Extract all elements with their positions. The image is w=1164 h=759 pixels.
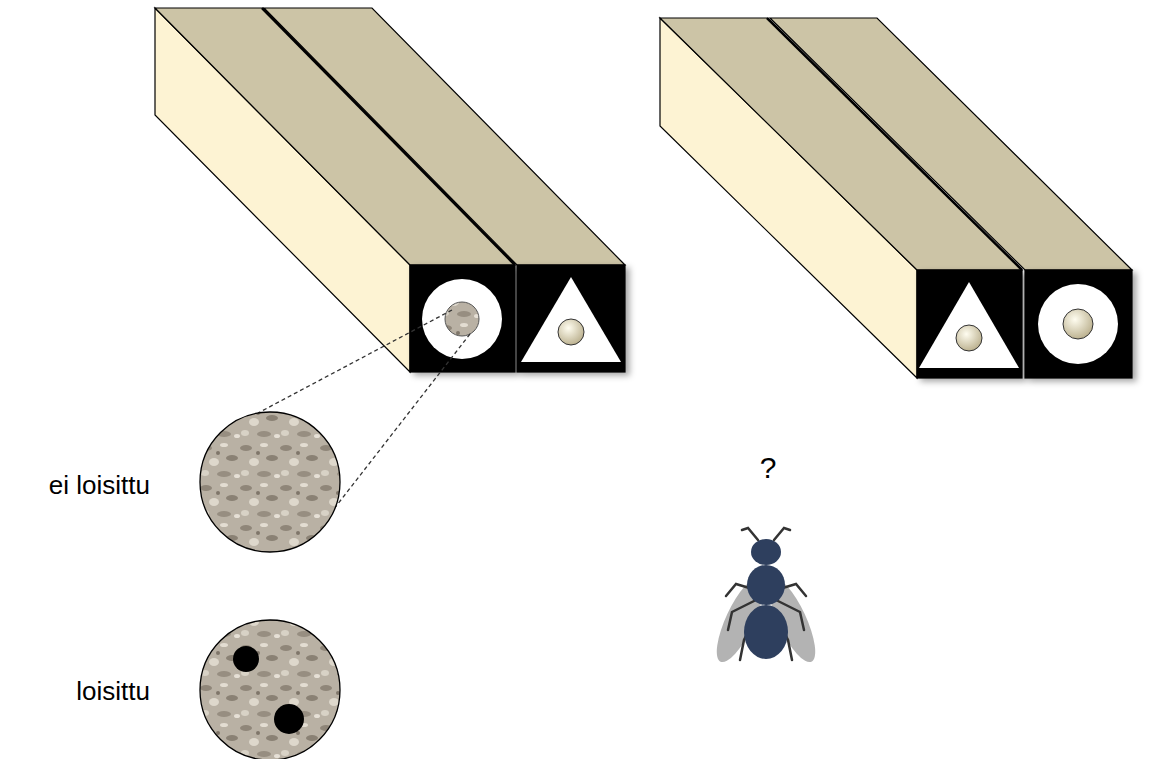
host-unparasitized xyxy=(200,412,340,552)
label-text: loisittu xyxy=(76,676,150,707)
nest-tubes-right xyxy=(660,18,1132,378)
nest-tubes-left xyxy=(155,8,625,372)
wasp xyxy=(708,528,824,668)
host-parasitized xyxy=(200,620,340,759)
label-text: ei loisittu xyxy=(49,470,150,501)
question-mark: ? xyxy=(760,450,777,486)
